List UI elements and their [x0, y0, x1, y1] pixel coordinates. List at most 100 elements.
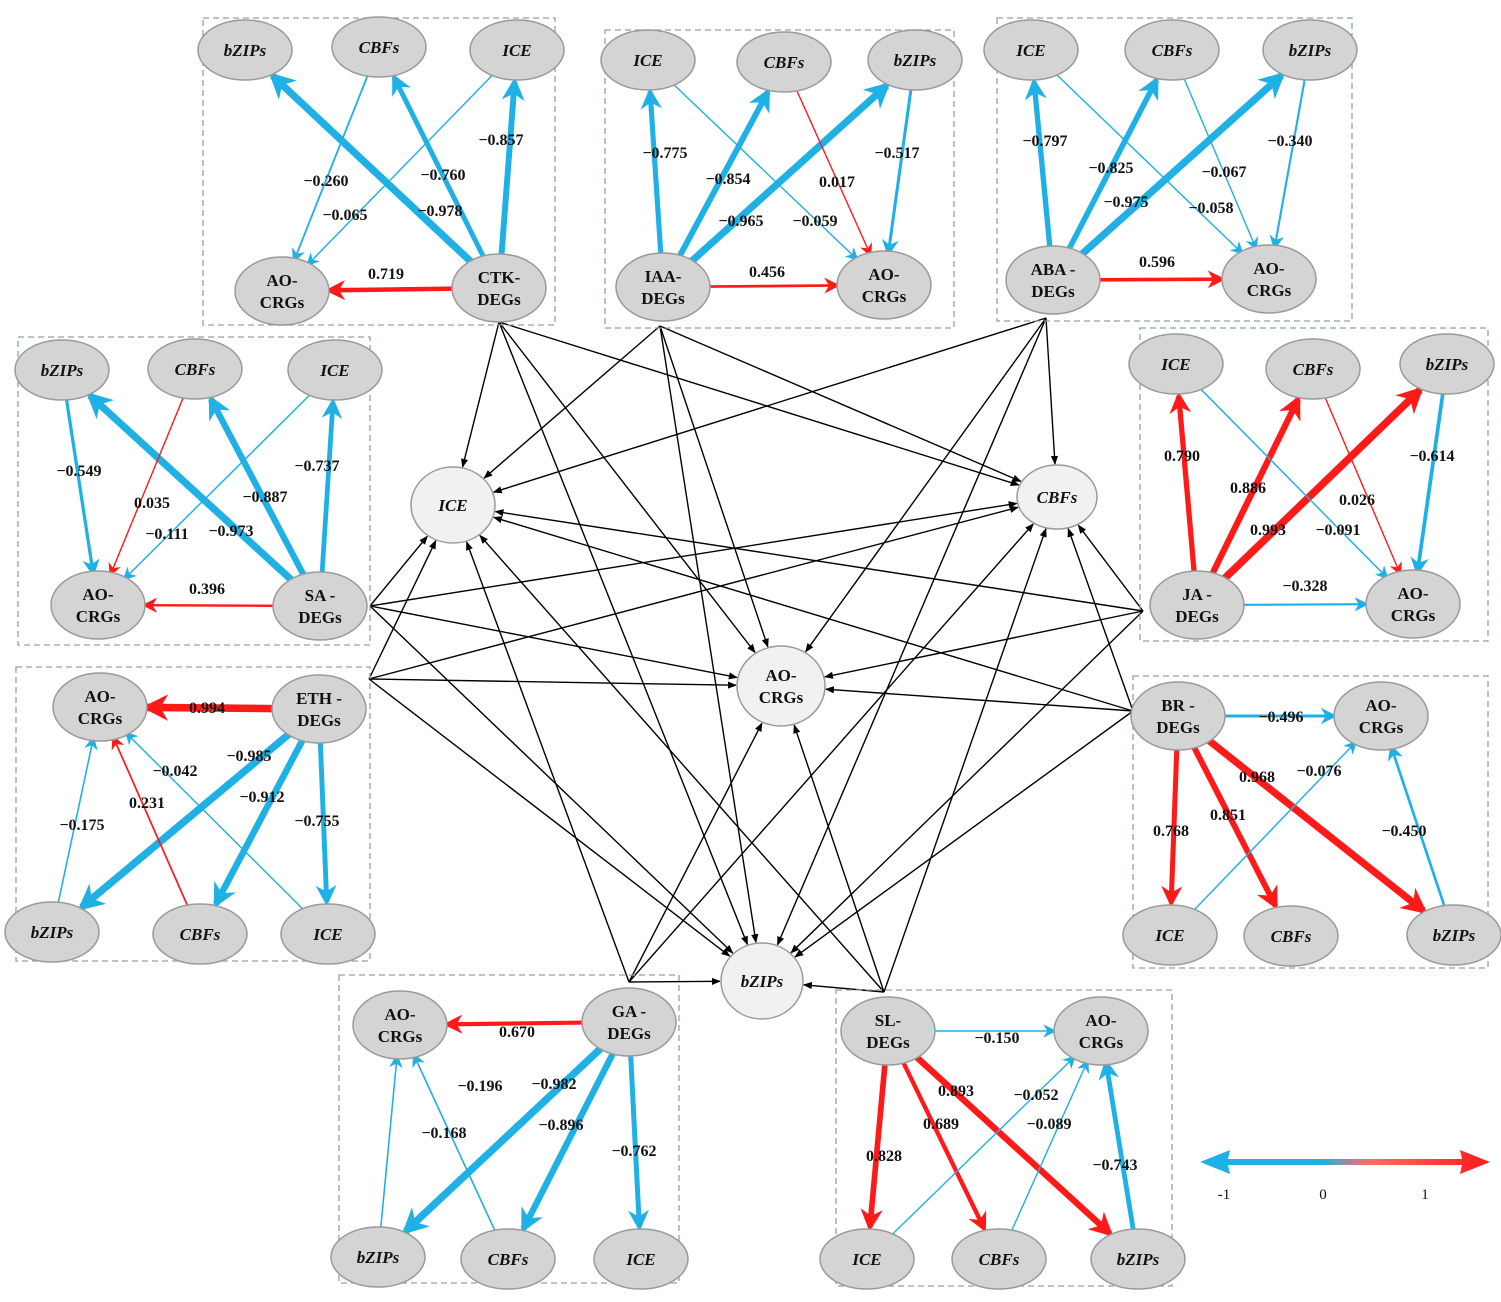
cbfs-node: CBFs	[460, 1228, 556, 1290]
hormone-node-sl: SL-DEGs	[840, 996, 936, 1066]
link-sl-to-c_ao	[793, 724, 885, 993]
edge-eth-to-ao	[141, 694, 275, 721]
edge-weight-label: −0.737	[294, 458, 339, 475]
edge-weight-label: 0.596	[1139, 254, 1175, 271]
node-shape	[451, 253, 547, 323]
bzips-node-label: bZIPs	[1433, 926, 1476, 945]
hormone-node-ja: JA -DEGs	[1149, 570, 1245, 640]
node-shape	[152, 903, 248, 965]
edge-weight-label: −0.175	[59, 817, 104, 834]
node-shape	[1090, 1228, 1186, 1290]
edge-weight-label: 0.968	[1239, 769, 1275, 786]
edge-iaa-to-cbfs	[675, 87, 771, 261]
ice-node: ICE	[1128, 333, 1224, 395]
hormone-node-label: ETH -DEGs	[296, 689, 342, 730]
edge-weight-label: −0.076	[1296, 763, 1341, 780]
edge-weight-label: −0.978	[417, 203, 462, 220]
ao-node-label: AO-CRGs	[260, 271, 305, 312]
cbfs-node: CBFs	[1124, 19, 1220, 81]
edge-bzips-to-ao	[1269, 79, 1306, 251]
node-shape	[1130, 681, 1226, 751]
edge-weight-label: −0.854	[705, 171, 750, 188]
edge-weight-label: 0.886	[1230, 480, 1266, 497]
center-node-label: AO-CRGs	[759, 666, 804, 707]
edge-weight-label: −0.743	[1092, 1157, 1137, 1174]
node-shape	[593, 1228, 689, 1290]
edge-weight-label: −0.450	[1381, 823, 1426, 840]
cbfs-node-label: CBFs	[1293, 360, 1334, 379]
node-shape	[1124, 19, 1220, 81]
bzips-node: bZIPs	[1399, 333, 1495, 395]
link-sl-to-c_ice	[479, 534, 885, 993]
node-shape	[1399, 333, 1495, 395]
edge-cbfs-to-ao	[291, 75, 369, 263]
ice-node-label: ICE	[319, 361, 349, 380]
cbfs-node: CBFs	[152, 903, 248, 965]
link-iaa-to-c_cbf	[659, 325, 1022, 483]
edge-weight-label: −0.059	[792, 213, 837, 230]
edge-cbfs-to-ao	[108, 397, 184, 577]
edge-weight-label: −0.196	[457, 1078, 502, 1095]
legend-gradient-arrow	[1200, 1150, 1490, 1174]
panel-eth: 0.994−0.985−0.912−0.755−0.1750.231−0.042…	[4, 666, 376, 965]
bzips-node: bZIPs	[867, 29, 963, 91]
center-node-label: ICE	[437, 496, 467, 515]
link-ga-to-c_ao	[628, 722, 763, 983]
bzips-node-label: bZIPs	[894, 51, 937, 70]
link-aba-to-c_bzip	[776, 317, 1047, 946]
edge-sl-to-cbfs	[899, 1058, 987, 1233]
link-ctk-to-c_cbf	[498, 321, 1020, 487]
edge-ctk-to-cbfs	[391, 73, 488, 261]
link-eth-to-c_cbf	[368, 505, 1019, 680]
edge-bzips-to-ao	[1387, 744, 1446, 907]
link-sa-to-c_ice	[369, 535, 428, 607]
ao-node: AO-CRGs	[836, 250, 932, 320]
edge-weight-label: 0.456	[749, 264, 785, 281]
edge-weight-label: −0.150	[974, 1030, 1019, 1047]
edge-weight-label: 0.026	[1339, 492, 1375, 509]
panel-edges	[860, 1024, 1136, 1237]
hormone-node-br: BR -DEGs	[1130, 681, 1226, 751]
node-shape	[1365, 569, 1461, 639]
panel-edges	[380, 1014, 650, 1235]
link-aba-to-c_ao	[805, 317, 1047, 653]
node-shape	[1265, 338, 1361, 400]
node-shape	[1262, 19, 1358, 81]
panel-ga: 0.670−0.982−0.896−0.762−0.168−0.196AO-CR…	[330, 974, 689, 1290]
edge-bzips-to-ao	[1410, 393, 1445, 576]
link-ctk-to-c_ice	[461, 321, 500, 468]
edge-cbfs-to-ao	[796, 90, 872, 257]
node-shape	[600, 29, 696, 91]
center-node-ao: AO-CRGs	[736, 645, 826, 727]
node-shape	[1005, 245, 1101, 315]
edge-weight-label: −0.260	[303, 173, 348, 190]
edge-weight-label: −0.896	[538, 1117, 583, 1134]
cbfs-node: CBFs	[331, 16, 427, 78]
edge-weight-label: 0.851	[1210, 807, 1246, 824]
ao-node: AO-CRGs	[1221, 244, 1317, 314]
edge-bzips-to-ao	[57, 736, 98, 903]
edge-weight-label: −0.496	[1258, 709, 1303, 726]
edge-ctk-to-ao	[324, 280, 455, 301]
edge-weight-label: 0.828	[866, 1148, 902, 1165]
edge-weight-label: −0.168	[421, 1125, 466, 1142]
edge-sl-to-ice	[860, 1060, 889, 1232]
edge-weight-label: −0.517	[874, 145, 919, 162]
node-shape	[983, 19, 1079, 81]
edge-sa-to-bzips	[86, 392, 296, 585]
center-node-cbf: CBFs	[1016, 464, 1098, 530]
edge-iaa-to-ice	[640, 87, 664, 258]
ice-node: ICE	[287, 339, 383, 401]
bzips-node-label: bZIPs	[41, 361, 84, 380]
node-shape	[287, 339, 383, 401]
bzips-node: bZIPs	[14, 339, 110, 401]
bzips-node-label: bZIPs	[1289, 41, 1332, 60]
edge-weight-label: −0.825	[1088, 160, 1133, 177]
edge-ice-to-ao	[122, 394, 311, 581]
legend-tick-label: -1	[1218, 1187, 1231, 1203]
edge-eth-to-cbfs	[213, 735, 307, 909]
hormone-node-label: GA -DEGs	[607, 1002, 651, 1043]
bzips-node: bZIPs	[1262, 19, 1358, 81]
